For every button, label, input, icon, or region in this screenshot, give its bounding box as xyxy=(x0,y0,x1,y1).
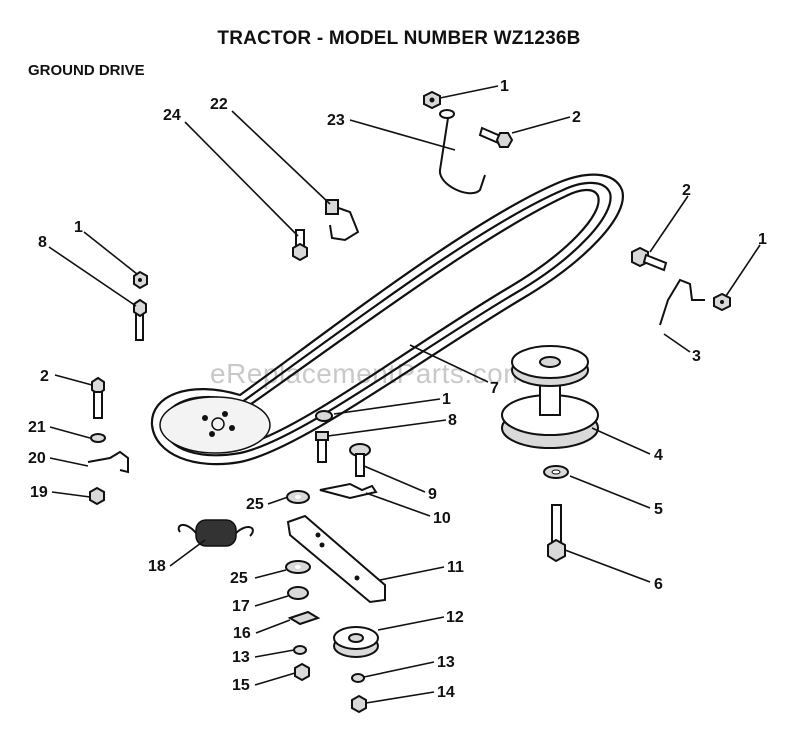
callout-20: 20 xyxy=(28,450,46,467)
leader-lines xyxy=(48,85,761,704)
washer-25-top xyxy=(286,490,310,504)
callout-2: 2 xyxy=(682,182,691,199)
callout-18: 18 xyxy=(148,558,166,575)
idler-pulley-12 xyxy=(333,626,379,658)
bracket-3 xyxy=(659,278,705,326)
bolt-2-left xyxy=(91,376,105,419)
callout-17: 17 xyxy=(232,598,250,615)
callout-13: 13 xyxy=(232,649,250,666)
hex-nut-1-top xyxy=(423,90,441,110)
extension-spring-18 xyxy=(177,519,254,547)
hex-nut-15 xyxy=(294,662,310,682)
callout-7: 7 xyxy=(490,380,499,397)
callout-9: 9 xyxy=(428,486,437,503)
washer-21 xyxy=(90,433,106,443)
callout-12: 12 xyxy=(446,609,464,626)
hex-nut-1-left xyxy=(133,270,148,290)
hex-bolt-24 xyxy=(292,229,308,262)
callout-16: 16 xyxy=(233,625,251,642)
callout-10: 10 xyxy=(433,510,451,527)
idler-arm-11 xyxy=(286,514,386,604)
idler-bracket-10 xyxy=(319,482,378,500)
callout-4: 4 xyxy=(654,447,663,464)
watermark: eReplacementParts.com xyxy=(210,358,528,389)
belt-keeper-bracket-22 xyxy=(325,199,360,242)
callout-25: 25 xyxy=(230,570,248,587)
callout-22: 22 xyxy=(210,96,228,113)
hex-bolt-2-top xyxy=(478,126,514,148)
hex-nut-1-right xyxy=(713,292,731,312)
bolt-8-center xyxy=(315,431,329,463)
callout-6: 6 xyxy=(654,576,663,593)
belt-guide-hook-23 xyxy=(438,109,486,195)
callout-11: 11 xyxy=(447,559,464,576)
bolt-6 xyxy=(547,504,566,563)
callout-15: 15 xyxy=(232,677,250,694)
callout-1: 1 xyxy=(758,231,767,248)
callout-13: 13 xyxy=(437,654,455,671)
callout-21: 21 xyxy=(28,419,46,436)
callout-1: 1 xyxy=(74,219,83,236)
clip-16 xyxy=(287,610,321,626)
callout-14: 14 xyxy=(437,684,455,701)
callout-2: 2 xyxy=(40,368,49,385)
callout-23: 23 xyxy=(327,112,345,129)
bolt-8-left xyxy=(133,298,147,341)
hex-nut-14 xyxy=(351,694,367,714)
callout-8: 8 xyxy=(38,234,47,251)
callout-8: 8 xyxy=(448,412,457,429)
drive-pulley-4 xyxy=(501,345,599,449)
callout-3: 3 xyxy=(692,348,701,365)
washer-25-lower xyxy=(285,560,311,574)
section-title: GROUND DRIVE xyxy=(28,62,145,79)
spacer-17 xyxy=(287,586,309,600)
washer-13-left xyxy=(293,645,307,655)
hex-bolt-2-right xyxy=(631,246,668,272)
drive-belt xyxy=(150,173,625,466)
washer-13-right xyxy=(351,673,365,683)
page-title: TRACTOR - MODEL NUMBER WZ1236B xyxy=(217,28,581,49)
carriage-bolt-9 xyxy=(349,443,371,477)
bracket-20 xyxy=(87,450,129,474)
callout-5: 5 xyxy=(654,501,663,518)
callout-1: 1 xyxy=(442,391,451,408)
hex-nut-19 xyxy=(89,486,105,506)
callout-1: 1 xyxy=(500,78,509,95)
washer-5 xyxy=(543,465,569,479)
callout-numbers: 1 2 23 24 22 2 1 1 8 3 7 2 1 8 21 20 4 1… xyxy=(28,78,767,701)
callout-24: 24 xyxy=(163,107,181,124)
callout-2: 2 xyxy=(572,109,581,126)
callout-19: 19 xyxy=(30,484,48,501)
hex-nut-1-center xyxy=(315,410,333,422)
callout-25: 25 xyxy=(246,496,264,513)
